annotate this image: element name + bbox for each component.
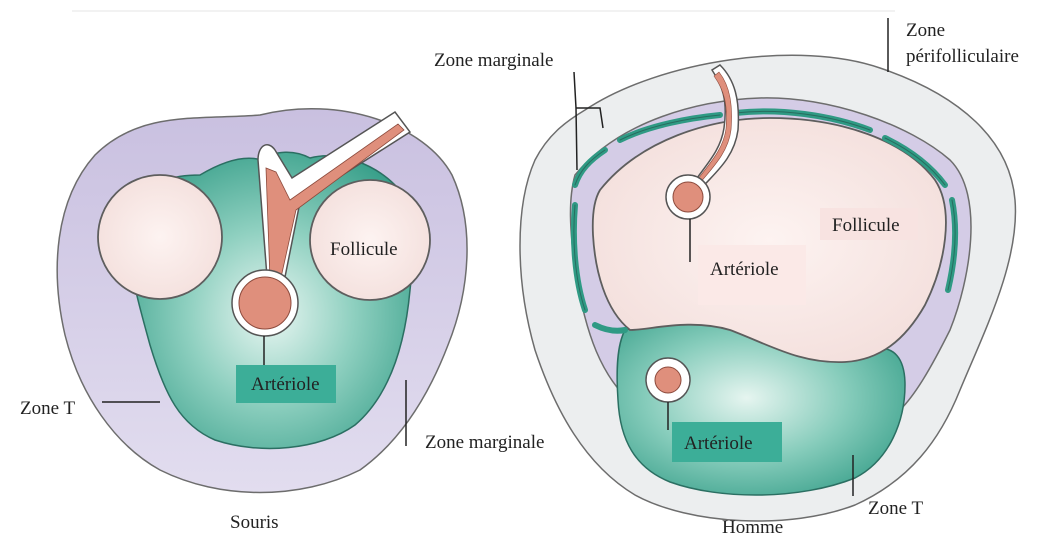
mouse-marginal-zone-label: Zone marginale xyxy=(425,432,544,453)
mouse-spleen: Follicule Artériole Zone T Zone marginal… xyxy=(20,109,544,533)
human-arteriole-upper-bulb xyxy=(673,182,703,212)
mouse-caption: Souris xyxy=(230,512,279,533)
human-marginal-zone-label: Zone marginale xyxy=(434,50,553,71)
human-arteriole-top-label: Artériole xyxy=(710,259,779,280)
human-follicle xyxy=(593,118,946,362)
human-perifollicular-label-line2: périfolliculaire xyxy=(906,46,1019,67)
mouse-t-zone-label: Zone T xyxy=(20,398,75,419)
human-spleen: Follicule Artériole Artériole Zone margi… xyxy=(434,18,1019,538)
human-caption: Homme xyxy=(722,517,783,538)
human-arteriole-lower xyxy=(655,367,681,393)
human-follicle-label: Follicule xyxy=(832,215,900,236)
human-t-zone-label: Zone T xyxy=(868,498,923,519)
mouse-arteriole-bulb xyxy=(239,277,291,329)
mouse-follicle-label: Follicule xyxy=(330,239,398,260)
mouse-arteriole-label: Artériole xyxy=(251,374,320,395)
human-arteriole-bottom-label: Artériole xyxy=(684,433,753,454)
mouse-follicle-left xyxy=(98,175,222,299)
human-perifollicular-label-line1: Zone xyxy=(906,20,945,41)
